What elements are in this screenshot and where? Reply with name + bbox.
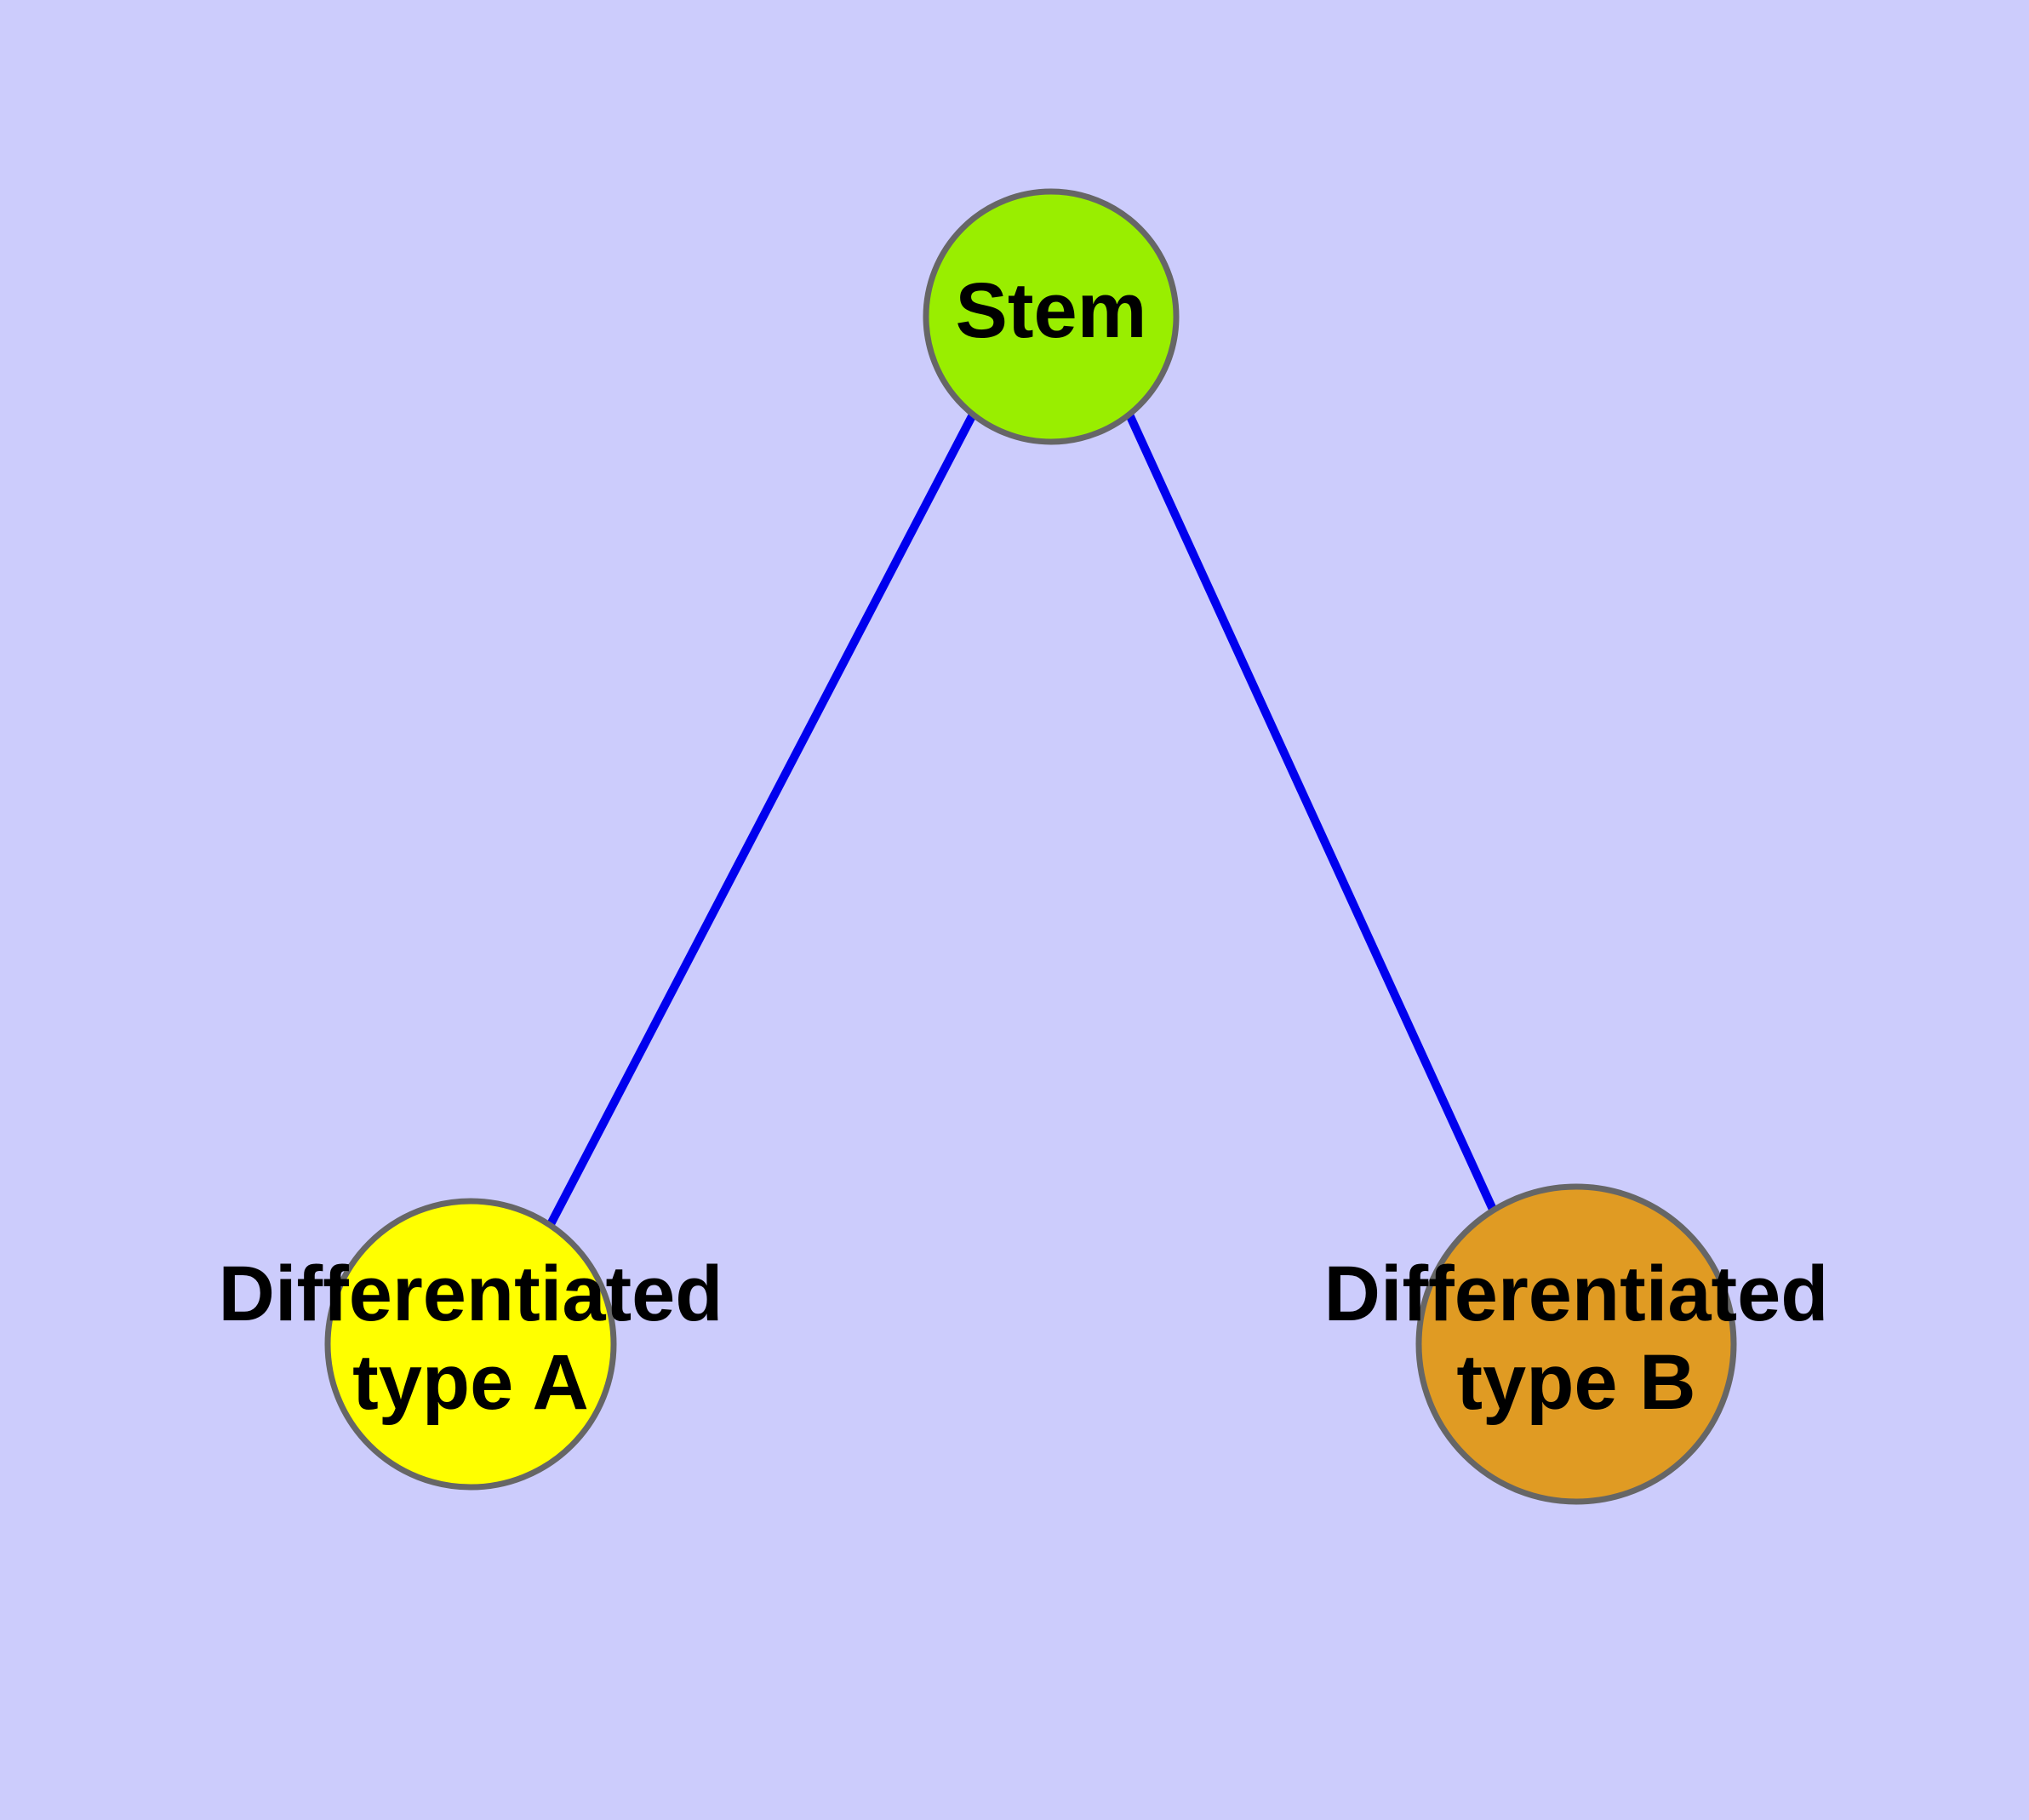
node-layer (324, 188, 1737, 1505)
node-stem-circle[interactable] (923, 188, 1180, 445)
edge-layer (546, 412, 1499, 1228)
node-differentiated-type-a-circle[interactable] (324, 1198, 617, 1491)
edge-stem-to-differentiated-type-b[interactable] (1125, 412, 1499, 1216)
node-label-line: Differentiated (219, 1251, 723, 1337)
node-label-line: type B (1456, 1339, 1695, 1426)
node-label-line: type A (352, 1339, 589, 1426)
node-differentiated-type-b[interactable] (1415, 1183, 1737, 1505)
node-differentiated-type-a[interactable] (324, 1198, 617, 1491)
node-label-line: Stem (956, 267, 1147, 354)
node-stem-label: Stem (956, 267, 1147, 354)
node-differentiated-type-b-circle[interactable] (1415, 1183, 1737, 1505)
node-label-line: Differentiated (1324, 1251, 1829, 1337)
node-stem[interactable] (923, 188, 1180, 445)
edge-stem-to-differentiated-type-a[interactable] (546, 412, 977, 1228)
